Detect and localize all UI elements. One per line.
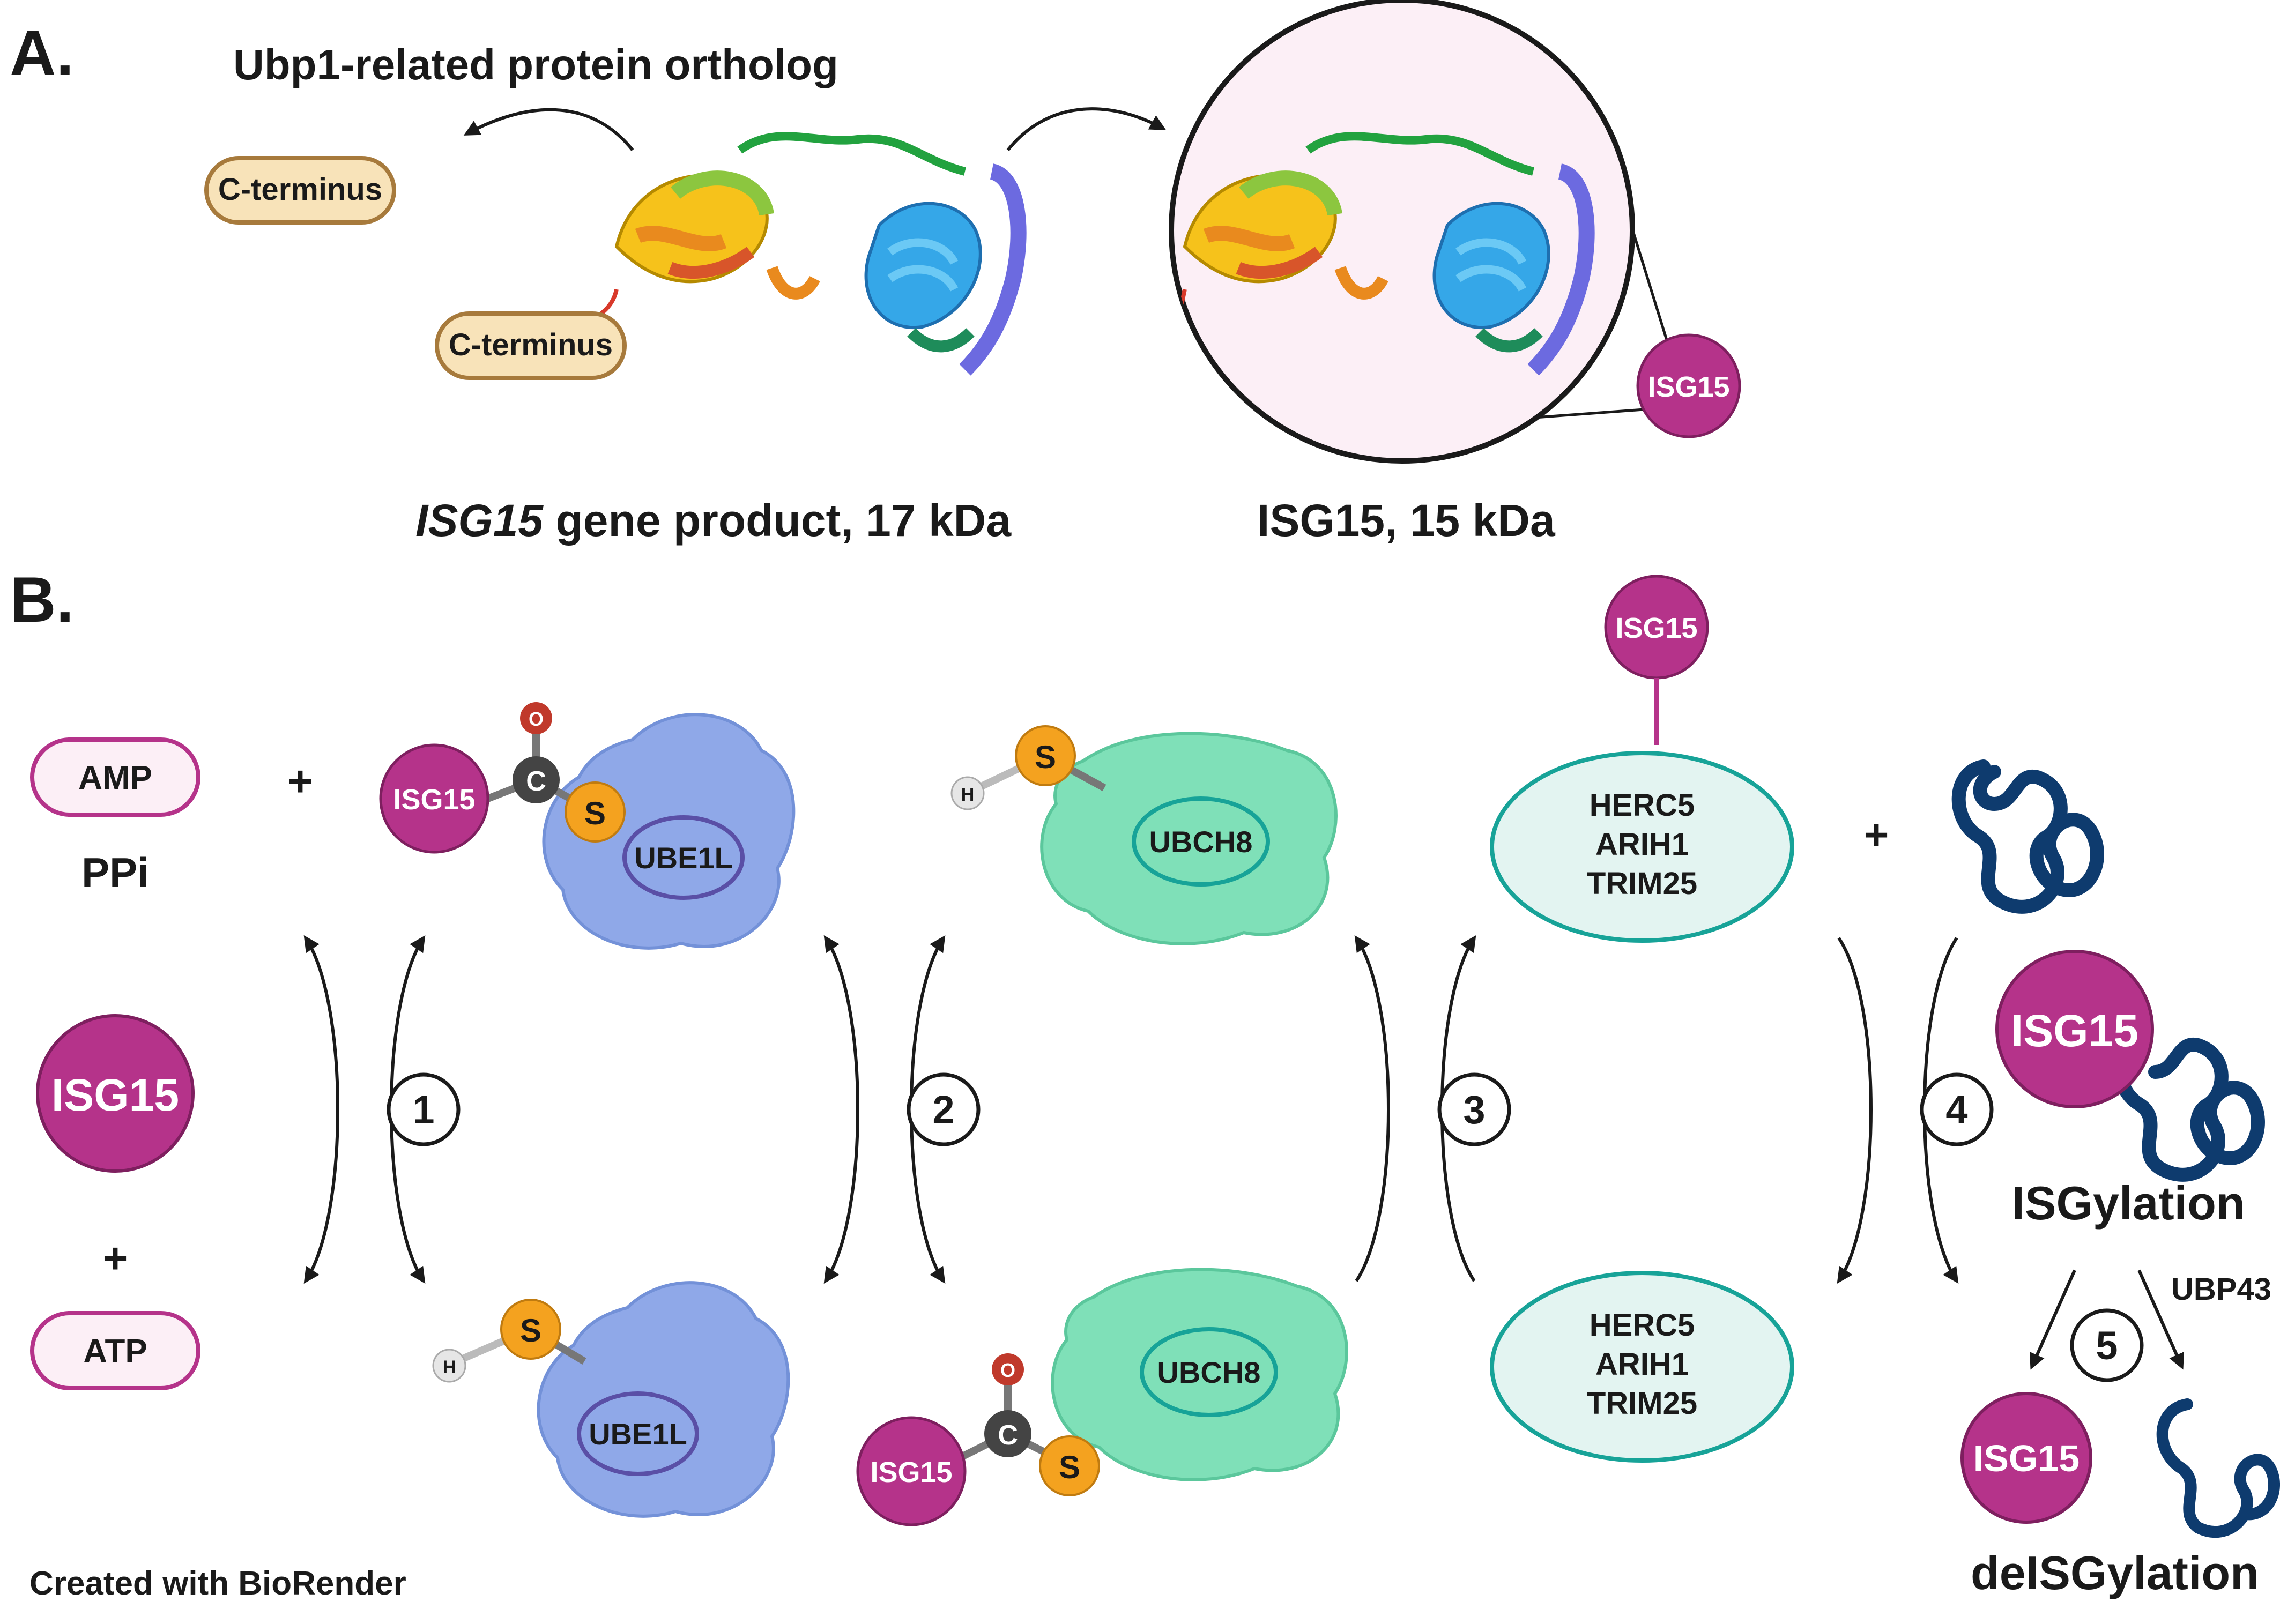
ubch8-top-hydrogen: H — [961, 785, 975, 805]
e3-ligase-free: HERC5 ARIH1 TRIM25 — [1490, 1271, 1794, 1463]
ubch8-bottom-sulfur: S — [1059, 1449, 1080, 1485]
plus-substrate: + — [1864, 811, 1889, 859]
step-4-number: 4 — [1945, 1087, 1967, 1132]
e3-bottom-name-3: TRIM25 — [1587, 1386, 1697, 1421]
ube1l-bottom-hydrogen: H — [443, 1357, 456, 1377]
gene-product-caption: ISG15 gene product, 17 kDa — [415, 495, 1012, 546]
ubch8-bottom-label: UBCH8 — [1157, 1355, 1261, 1389]
ubch8-bottom-isg15: ISG15 — [870, 1456, 952, 1488]
ubch8-bottom-blob — [1051, 1268, 1348, 1481]
step5-arrow-left — [2030, 1269, 2076, 1370]
isgylation-isg15: ISG15 — [2011, 1005, 2138, 1056]
arrow-to-mature — [1006, 107, 1167, 151]
ube1l-isg15-thioester: UBE1L O C S ISG15 — [379, 702, 796, 950]
mature-isg15-magnifier: ISG15 — [1169, 0, 1741, 464]
cterm-ortholog-label: C-terminus — [218, 172, 382, 207]
deisg-isg15-circle — [1960, 1392, 2092, 1524]
ube1l-top-sulfur: S — [584, 795, 606, 831]
reaction-steps: 1 2 3 4 5 — [303, 935, 2144, 1382]
step-4-arrows: 4 — [1837, 937, 1994, 1284]
ubch8-free-thiol: UBCH8 S H — [950, 725, 1338, 945]
e3-top-isg15: ISG15 — [1615, 612, 1697, 644]
substrate-protein-icon — [1951, 759, 2104, 914]
ubch8-isg15-thioester: UBCH8 O C S ISG15 — [856, 1268, 1348, 1526]
isg15-free-label: ISG15 — [51, 1070, 179, 1120]
ube1l-top-isg15: ISG15 — [393, 784, 475, 816]
cterm-gene-label: C-terminus — [449, 327, 613, 362]
deisg-substrate-icon — [2156, 1398, 2280, 1538]
ubch8-top-blob — [1040, 732, 1338, 945]
ubch8-bottom-ellipse — [1140, 1327, 1278, 1417]
e3-top-name-3: TRIM25 — [1587, 866, 1697, 901]
ube1l-top-carbon: C — [526, 766, 546, 797]
isgylation-label: ISGylation — [2011, 1176, 2245, 1230]
ubp43-label: UBP43 — [2171, 1272, 2271, 1307]
panel-b-label: B. — [10, 564, 74, 636]
amp-label: AMP — [78, 759, 152, 796]
e3-bottom-name-1: HERC5 — [1590, 1308, 1695, 1343]
step-2-arrows: 2 — [823, 935, 981, 1284]
step-3-circle — [1437, 1072, 1511, 1146]
e3-top-name-2: ARIH1 — [1595, 827, 1689, 862]
step-1-circle — [387, 1072, 461, 1146]
step-5-number: 5 — [2096, 1323, 2118, 1368]
mature-isg15-badge: ISG15 — [1647, 371, 1729, 403]
step-1-arrows: 1 — [303, 935, 461, 1284]
deisgylation-label: deISGylation — [1971, 1546, 2259, 1599]
ube1l-bottom-ellipse — [577, 1391, 699, 1476]
step-5-circle — [2070, 1308, 2144, 1382]
ubch8-top-ellipse — [1132, 796, 1270, 887]
e3-top-name-1: HERC5 — [1590, 788, 1695, 823]
deisg-isg15-label: ISG15 — [1973, 1437, 2080, 1479]
panel-a-label: A. — [10, 17, 74, 89]
mature-caption: ISG15, 15 kDa — [1257, 495, 1556, 546]
ppi-label: PPi — [81, 849, 149, 896]
ube1l-top-oxygen: O — [529, 708, 544, 730]
e3-ligase-loaded: ISG15 HERC5 ARIH1 TRIM25 — [1490, 575, 1794, 943]
ubch8-top-label: UBCH8 — [1149, 825, 1253, 859]
ube1l-free-thiol: UBE1L S H — [432, 1281, 790, 1518]
amp-pill — [30, 737, 200, 817]
step-2-number: 2 — [932, 1087, 954, 1132]
isg15-free-circle — [36, 1014, 195, 1173]
cterm-ortholog-pill: C-terminus — [204, 156, 396, 225]
protein-structure-gene-product — [525, 132, 1027, 376]
ube1l-top-label: UBE1L — [634, 841, 733, 875]
atp-pill — [30, 1311, 200, 1390]
ube1l-top-ellipse — [622, 815, 745, 900]
ube1l-bottom-label: UBE1L — [589, 1417, 687, 1451]
plus-sign-1: + — [288, 757, 313, 805]
cterm-gene-pill: C-terminus — [435, 311, 627, 380]
arrow-to-ortholog — [463, 108, 634, 151]
step-2-circle — [907, 1072, 981, 1146]
step-3-arrows: 3 — [1354, 935, 1511, 1282]
plus-sign-2: + — [103, 1234, 128, 1282]
step-1-number: 1 — [412, 1087, 434, 1132]
ube1l-bottom-sulfur: S — [520, 1313, 541, 1349]
step-3-number: 3 — [1463, 1087, 1485, 1132]
ubch8-bottom-carbon: C — [998, 1420, 1018, 1451]
e3-bottom-name-2: ARIH1 — [1595, 1347, 1689, 1382]
ubch8-top-sulfur: S — [1035, 739, 1056, 775]
ubch8-bottom-oxygen: O — [1000, 1359, 1015, 1381]
ortholog-title: Ubp1-related protein ortholog — [233, 41, 838, 88]
isgylated-substrate: ISG15 — [1995, 950, 2265, 1182]
step5-arrow-right — [2137, 1269, 2184, 1370]
isgylated-substrate-icon — [2112, 1027, 2265, 1182]
step-4-circle — [1920, 1072, 1994, 1146]
atp-label: ATP — [83, 1333, 147, 1370]
biorender-credit: Created with BioRender — [29, 1565, 406, 1602]
